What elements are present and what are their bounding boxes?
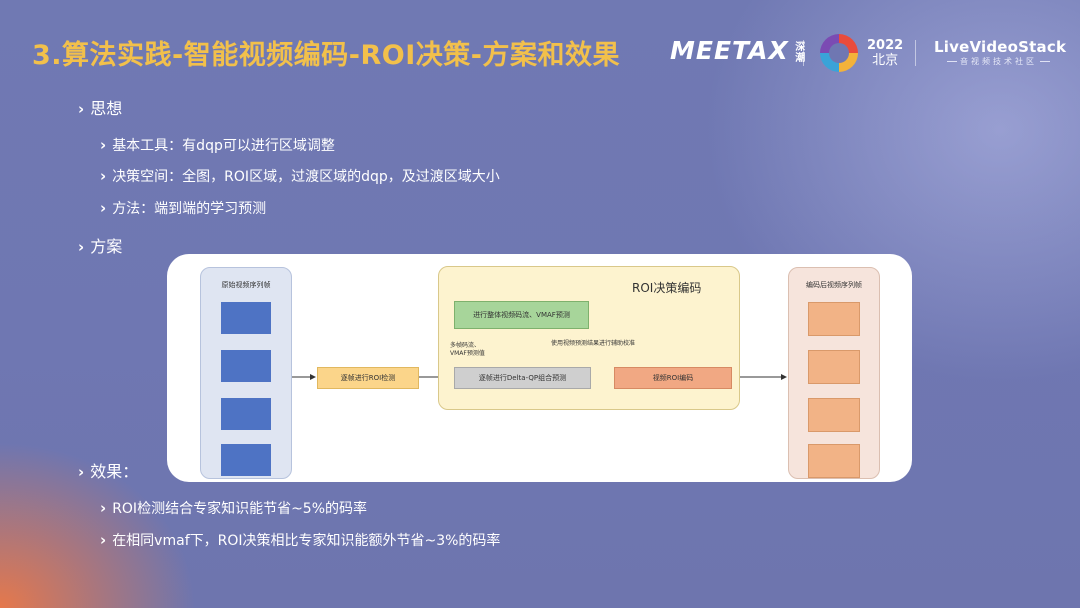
node-vmaf-predict: 进行整体视频码流、VMAF预测 <box>454 301 589 329</box>
output-frames-column: 编码后视频序列帧 <box>788 267 880 479</box>
bullet-idea-item-text: 基本工具：有dqp可以进行区域调整 <box>112 138 335 154</box>
bullet-effect-item: › ROI检测结合专家知识能节省~5%的码率 <box>100 498 367 518</box>
slide-title: 3.算法实践-智能视频编码-ROI决策-方案和效果 <box>32 33 620 72</box>
chevron-right-icon: › <box>100 531 107 549</box>
output-frame <box>808 302 860 336</box>
note-calibration: 使用视频预测结果进行辅助校准 <box>551 340 636 347</box>
chevron-right-icon: › <box>78 100 85 118</box>
metax-logo-sub: 深潮 <box>792 41 804 63</box>
pipeline-diagram: 原始视频序列帧 逐帧进行ROI检测 ROI决策编码 进行整体视频码流、VMAF预… <box>167 254 912 482</box>
bullet-idea-item: › 决策空间：全图，ROI区域，过渡区域的dqp，及过渡区域大小 <box>100 166 500 186</box>
output-frames-label: 编码后视频序列帧 <box>806 281 862 289</box>
output-frame <box>808 444 860 478</box>
livevideostack-sub: 音视频技术社区 <box>944 56 1053 67</box>
node-roi-encode: 视频ROI编码 <box>614 367 732 389</box>
input-frames-label: 原始视频序列帧 <box>221 281 271 289</box>
chevron-right-icon: › <box>100 136 107 154</box>
chevron-right-icon: › <box>100 167 107 185</box>
input-frame <box>221 444 271 476</box>
bullet-idea-item-text: 决策空间：全图，ROI区域，过渡区域的dqp，及过渡区域大小 <box>112 169 500 185</box>
chevron-right-icon: › <box>78 463 85 481</box>
note-multiframe: 多帧码流、 VMAF预测值 <box>450 342 485 357</box>
header-divider <box>803 40 804 66</box>
bullet-idea: › 思想 <box>78 95 122 119</box>
header-divider-2 <box>915 40 916 66</box>
bullet-plan: › 方案 <box>78 233 122 257</box>
output-frame <box>808 398 860 432</box>
bullet-effect: › 效果： <box>78 458 138 482</box>
node-roi-detect: 逐帧进行ROI检测 <box>317 367 419 389</box>
bullet-idea-item: › 基本工具：有dqp可以进行区域调整 <box>100 135 335 155</box>
node-delta-qp: 逐帧进行Delta-QP组合预测 <box>454 367 591 389</box>
bullet-plan-text: 方案 <box>90 237 123 256</box>
bullet-effect-text: 效果： <box>90 462 139 481</box>
input-frames-column: 原始视频序列帧 <box>200 267 292 479</box>
metax-logo-text: MEETAX <box>670 36 789 65</box>
input-frame <box>221 302 271 334</box>
chevron-right-icon: › <box>100 499 107 517</box>
title-number: 3. <box>32 40 63 71</box>
livevideostack-logo: LiveVideoStack <box>934 38 1067 56</box>
bullet-effect-item-text: ROI检测结合专家知识能节省~5%的码率 <box>112 501 368 517</box>
roi-decision-title: ROI决策编码 <box>632 281 702 295</box>
event-badge-icon <box>820 34 858 72</box>
input-frame <box>221 350 271 382</box>
input-frame <box>221 398 271 430</box>
bullet-effect-item-text: 在相同vmaf下，ROI决策相比专家知识能额外节省~3%的码率 <box>112 533 501 549</box>
title-text: 算法实践-智能视频编码-ROI决策-方案和效果 <box>62 40 620 71</box>
bullet-idea-item-text: 方法：端到端的学习预测 <box>112 201 267 217</box>
chevron-right-icon: › <box>100 199 107 217</box>
event-year: 2022 <box>867 38 904 53</box>
event-city: 北京 <box>872 53 899 68</box>
bullet-effect-item: › 在相同vmaf下，ROI决策相比专家知识能额外节省~3%的码率 <box>100 530 500 550</box>
bullet-idea-item: › 方法：端到端的学习预测 <box>100 198 266 218</box>
chevron-right-icon: › <box>78 238 85 256</box>
output-frame <box>808 350 860 384</box>
bullet-idea-text: 思想 <box>90 99 123 118</box>
